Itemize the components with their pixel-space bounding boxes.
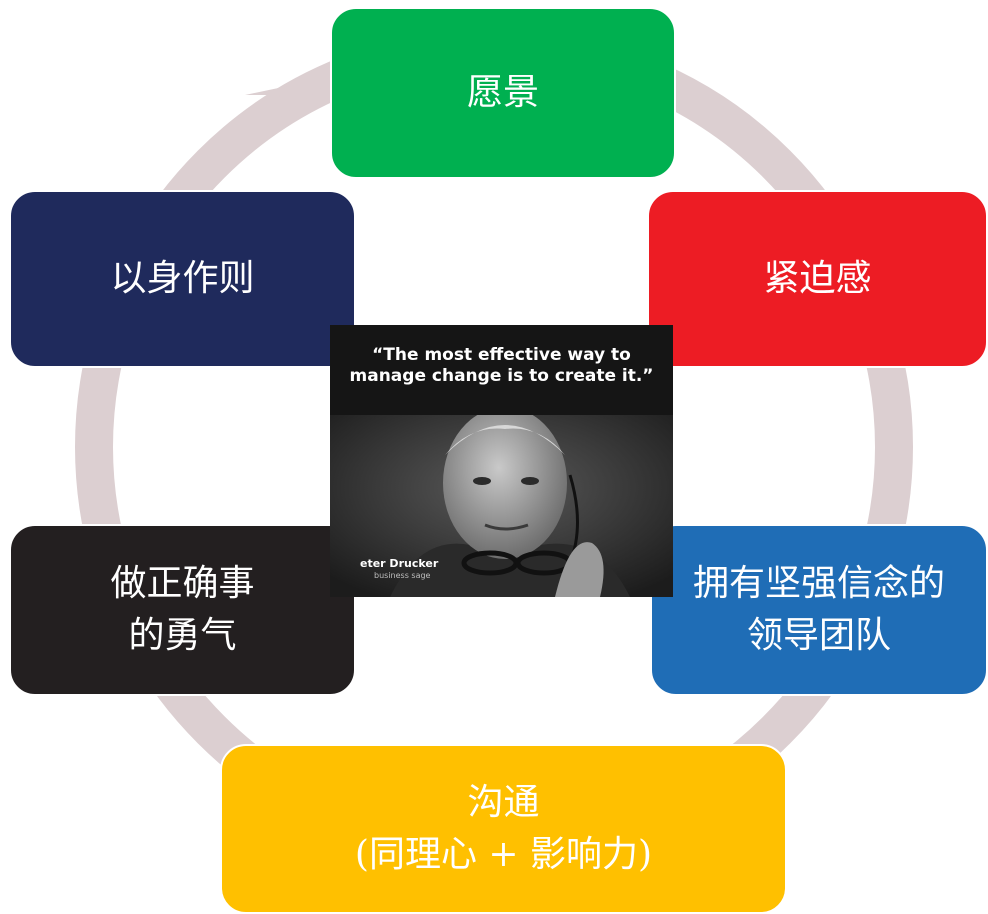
portrait-right-eye (521, 477, 539, 485)
node-communication-line-1: 沟通 (467, 781, 540, 823)
portrait-mouth (484, 523, 529, 531)
node-team-line-1: 拥有坚强信念的 (692, 562, 945, 604)
portrait-face (443, 415, 567, 559)
drucker-quote-photo: “The most effective way to manage change… (330, 325, 673, 597)
caption-role: business sage (374, 571, 431, 580)
node-model-line-1: 以身作则 (110, 257, 255, 299)
node-urgency-line-1: 紧迫感 (763, 257, 872, 299)
node-communication: 沟通 (同理心 + 影响力) (220, 744, 787, 914)
portrait-hair (445, 425, 565, 455)
quote-text: “The most effective way to manage change… (330, 345, 673, 387)
node-communication-line-2: (同理心 + 影响力) (354, 834, 653, 875)
portrait-illustration (330, 415, 673, 597)
quote-line-2: manage change is to create it.” (349, 366, 654, 386)
node-vision: 愿景 (330, 7, 676, 179)
node-vision-line-1: 愿景 (466, 71, 539, 113)
node-courage: 做正确事 的勇气 (9, 524, 356, 696)
node-guiding-team: 拥有坚强信念的 领导团队 (650, 524, 988, 696)
caption-name: eter Drucker (360, 557, 439, 570)
portrait-hand (555, 542, 604, 597)
node-urgency: 紧迫感 (647, 190, 988, 368)
quote-line-1: “The most effective way to (372, 345, 631, 365)
node-courage-line-2: 的勇气 (128, 615, 237, 656)
node-team-line-2: 领导团队 (746, 615, 891, 656)
node-courage-line-1: 做正确事 (110, 562, 255, 604)
node-lead-by-example: 以身作则 (9, 190, 356, 368)
quote-banner (330, 325, 673, 415)
ring-arrowhead (245, 75, 340, 130)
portrait-left-eye (473, 477, 491, 485)
